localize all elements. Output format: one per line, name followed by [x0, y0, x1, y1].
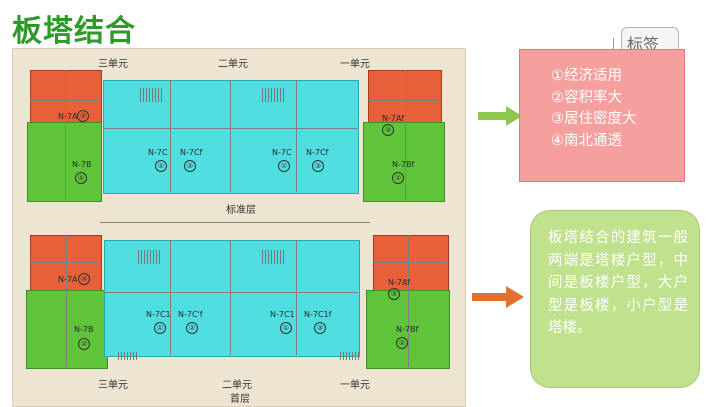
room-code: N-7C1 — [270, 310, 295, 319]
lower-entry-steps — [118, 352, 138, 360]
room-number-badge: ② — [78, 338, 90, 350]
room-number-badge: ③ — [78, 273, 90, 285]
room-code: N-7C1f — [304, 310, 332, 319]
room-number-badge: ② — [396, 337, 408, 349]
room-code: N-7C1 — [146, 310, 171, 319]
room-number-badge: ② — [392, 172, 404, 184]
upper-wall — [65, 70, 66, 200]
orange-arrow-icon — [472, 286, 524, 308]
room-number-badge: ② — [186, 322, 198, 334]
description-card — [530, 210, 700, 388]
feature-item: ③居住密度大 — [551, 111, 637, 127]
unit-two-label-top: 二单元 — [218, 59, 248, 70]
lower-wall — [230, 240, 231, 355]
room-code: N-7A — [58, 112, 78, 121]
room-number-badge: ② — [184, 160, 196, 172]
room-code: N-7Bf — [396, 325, 419, 334]
room-code: N-7C — [272, 148, 292, 157]
room-code: N-7Af — [382, 114, 404, 123]
room-code: N-7Af — [388, 278, 410, 287]
upper-stairs — [262, 88, 284, 102]
lower-wall — [170, 240, 171, 355]
room-code: N-7C — [148, 148, 168, 157]
lower-wall — [373, 262, 447, 263]
lower-wall — [30, 262, 100, 263]
lower-wall — [104, 292, 358, 293]
features-card — [519, 49, 685, 182]
upper-right-tower-bottom-unit — [363, 122, 445, 202]
upper-wall — [405, 70, 406, 200]
room-code: N-7C'f — [178, 310, 203, 319]
lower-wall — [296, 240, 297, 355]
lower-wall — [66, 235, 67, 367]
room-code: N-7Cf — [180, 148, 203, 157]
room-number-badge: ③ — [382, 124, 394, 136]
upper-wall — [103, 128, 357, 129]
upper-wall — [296, 80, 297, 192]
lower-wall — [408, 235, 409, 367]
feature-item: ④南北通透 — [551, 132, 622, 149]
upper-wall — [170, 80, 171, 192]
room-number-badge: ③ — [77, 110, 89, 122]
lower-stairs — [262, 250, 284, 264]
upper-wall — [368, 100, 440, 101]
room-number-badge: ③ — [312, 160, 324, 172]
slide-title: 板塔结合 — [12, 14, 136, 49]
unit-one-label-top: 一单元 — [340, 59, 370, 70]
lower-entry-steps — [340, 352, 360, 360]
room-number-badge: ① — [154, 322, 166, 334]
room-number-badge: ② — [75, 172, 87, 184]
unit-three-label-bottom: 三单元 — [98, 380, 128, 391]
lower-stairs — [138, 250, 160, 264]
room-code: N-7Cf — [306, 148, 329, 157]
room-code: N-7B — [74, 325, 94, 334]
lower-left-tower-bottom-unit — [26, 290, 108, 369]
green-arrow-icon — [478, 106, 522, 126]
room-code: N-7B — [72, 160, 92, 169]
upper-left-tower-bottom-unit — [27, 122, 102, 202]
upper-floor-name: 标准层 — [226, 205, 256, 216]
lower-floor-name: 首层 — [230, 394, 250, 405]
features-list: ①经济适用 ②容积率大 ③居住密度大 ④南北通透 — [551, 66, 637, 152]
feature-item: ①经济适用 — [551, 68, 622, 84]
room-code: N-7Bf — [392, 160, 415, 169]
unit-two-label-bottom: 二单元 — [222, 380, 252, 391]
room-number-badge: ① — [278, 160, 290, 172]
unit-one-label-bottom: 一单元 — [340, 380, 370, 391]
lower-right-tower-top-unit — [373, 235, 449, 292]
lower-outline — [100, 222, 370, 223]
upper-left-tower-top-unit — [30, 70, 102, 124]
feature-item: ②容积率大 — [551, 89, 622, 106]
upper-wall — [230, 80, 231, 192]
room-number-badge: ① — [155, 160, 167, 172]
room-number-badge: ① — [280, 322, 292, 334]
room-code: N-7A — [58, 275, 78, 284]
upper-stairs — [140, 88, 162, 102]
description-text: 板塔结合的建筑一般两端是塔楼户型，中间是板楼户型，大户型是板楼，小户型是塔楼。 — [548, 230, 688, 336]
unit-three-label-top: 三单元 — [98, 59, 128, 70]
upper-center-slab — [103, 80, 359, 194]
room-number-badge: ③ — [314, 322, 326, 334]
room-number-badge: ③ — [388, 288, 400, 300]
